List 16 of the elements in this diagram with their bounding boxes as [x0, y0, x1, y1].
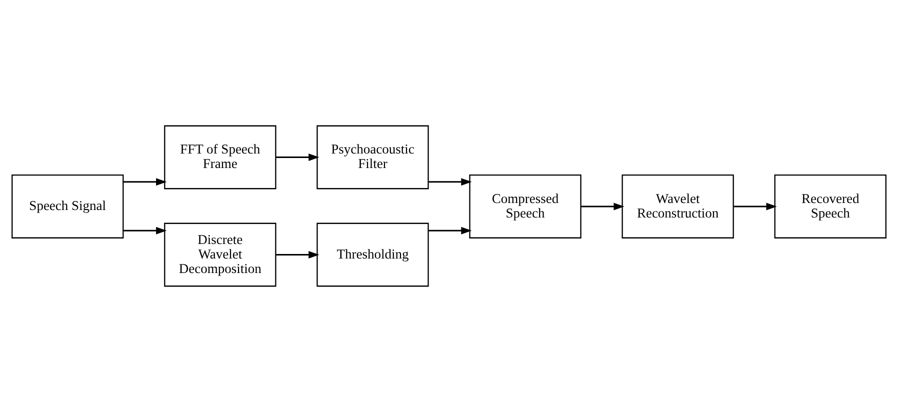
node-box: Thresholding — [316, 222, 429, 287]
node-box: Speech Signal — [12, 174, 124, 238]
arrow — [734, 202, 777, 210]
arrow — [428, 178, 472, 186]
arrow — [581, 202, 624, 210]
node-box: Compressed Speech — [469, 174, 582, 238]
node-box: Recovered Speech — [774, 174, 886, 238]
node-box: Psychoacoustic Filter — [316, 125, 429, 190]
arrow — [276, 251, 320, 258]
node-box: Wavelet Reconstruction — [622, 174, 734, 238]
arrow — [428, 226, 472, 234]
node-box: Discrete Wavelet Decomposition — [164, 222, 276, 287]
arrow — [124, 178, 167, 186]
node-box: FFT of Speech Frame — [164, 125, 276, 190]
arrow — [124, 226, 167, 234]
arrow — [276, 154, 320, 161]
